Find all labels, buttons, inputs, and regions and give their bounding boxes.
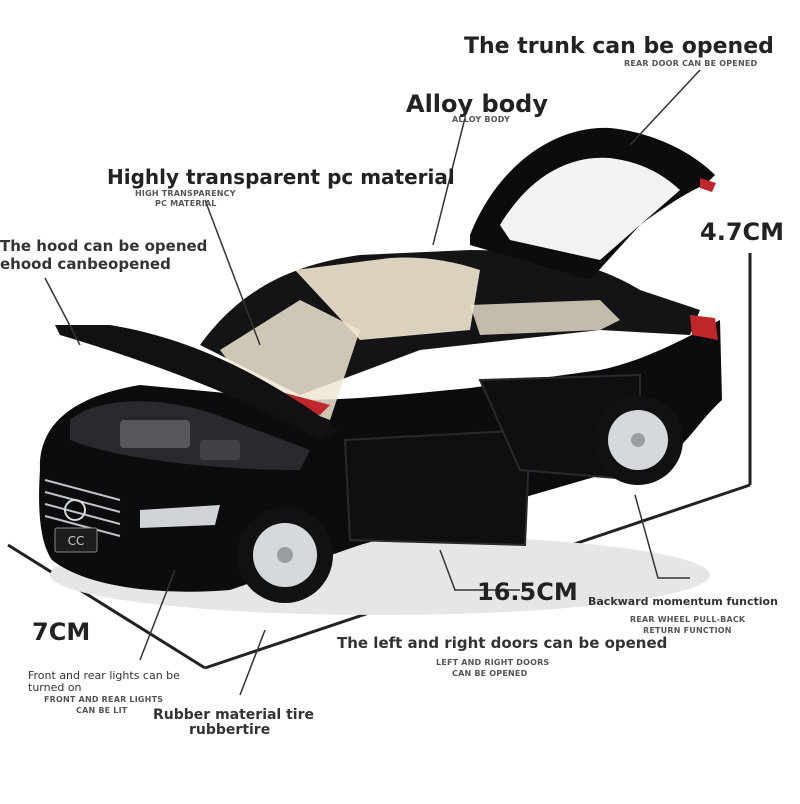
front-wheel [237,507,333,603]
pullback-label: Backward momentum function [588,595,778,608]
trunk-sublabel: REAR DOOR CAN BE OPENED [624,59,758,68]
hood-label: The hood can be opened [0,237,208,255]
lights-label-2: turned on [28,681,82,694]
length-dimension: 16.5CM [477,578,578,606]
alloy-label: Alloy body [406,90,549,118]
pullback-sublabel-2: RETURN FUNCTION [643,626,732,635]
alloy-sublabel: ALLOY BODY [452,115,510,124]
width-dimension: 7CM [32,618,91,646]
plate-text: CC [68,534,85,548]
lights-label-1: Front and rear lights can be [28,669,180,682]
trunk-label: The trunk can be opened [464,34,774,59]
car-body: CC [39,127,723,592]
pullback-sublabel-1: REAR WHEEL PULL-BACK [630,615,746,624]
callout-lines [44,69,701,696]
doors-sublabel-2: CAN BE OPENED [452,669,528,678]
tire-label: Rubber material tire [153,707,314,723]
pc-material-label: Highly transparent pc material [107,165,455,189]
lights-sublabel-1: FRONT AND REAR LIGHTS [44,695,164,704]
hood-sublabel: ehood canbeopened [0,255,171,273]
doors-label: The left and right doors can be opened [337,634,668,652]
license-plate [54,527,98,553]
brand-logo [64,499,86,521]
pc-material-sublabel-2: PC MATERIAL [155,199,217,208]
lights-sublabel-2: CAN BE LIT [76,706,128,715]
height-dimension: 4.7CM [700,218,785,246]
doors-sublabel-1: LEFT AND RIGHT DOORS [436,658,550,667]
pc-material-sublabel-1: HIGH TRANSPARENCY [135,189,236,198]
tire-sublabel: rubbertire [189,722,271,738]
rear-wheel [593,395,683,485]
